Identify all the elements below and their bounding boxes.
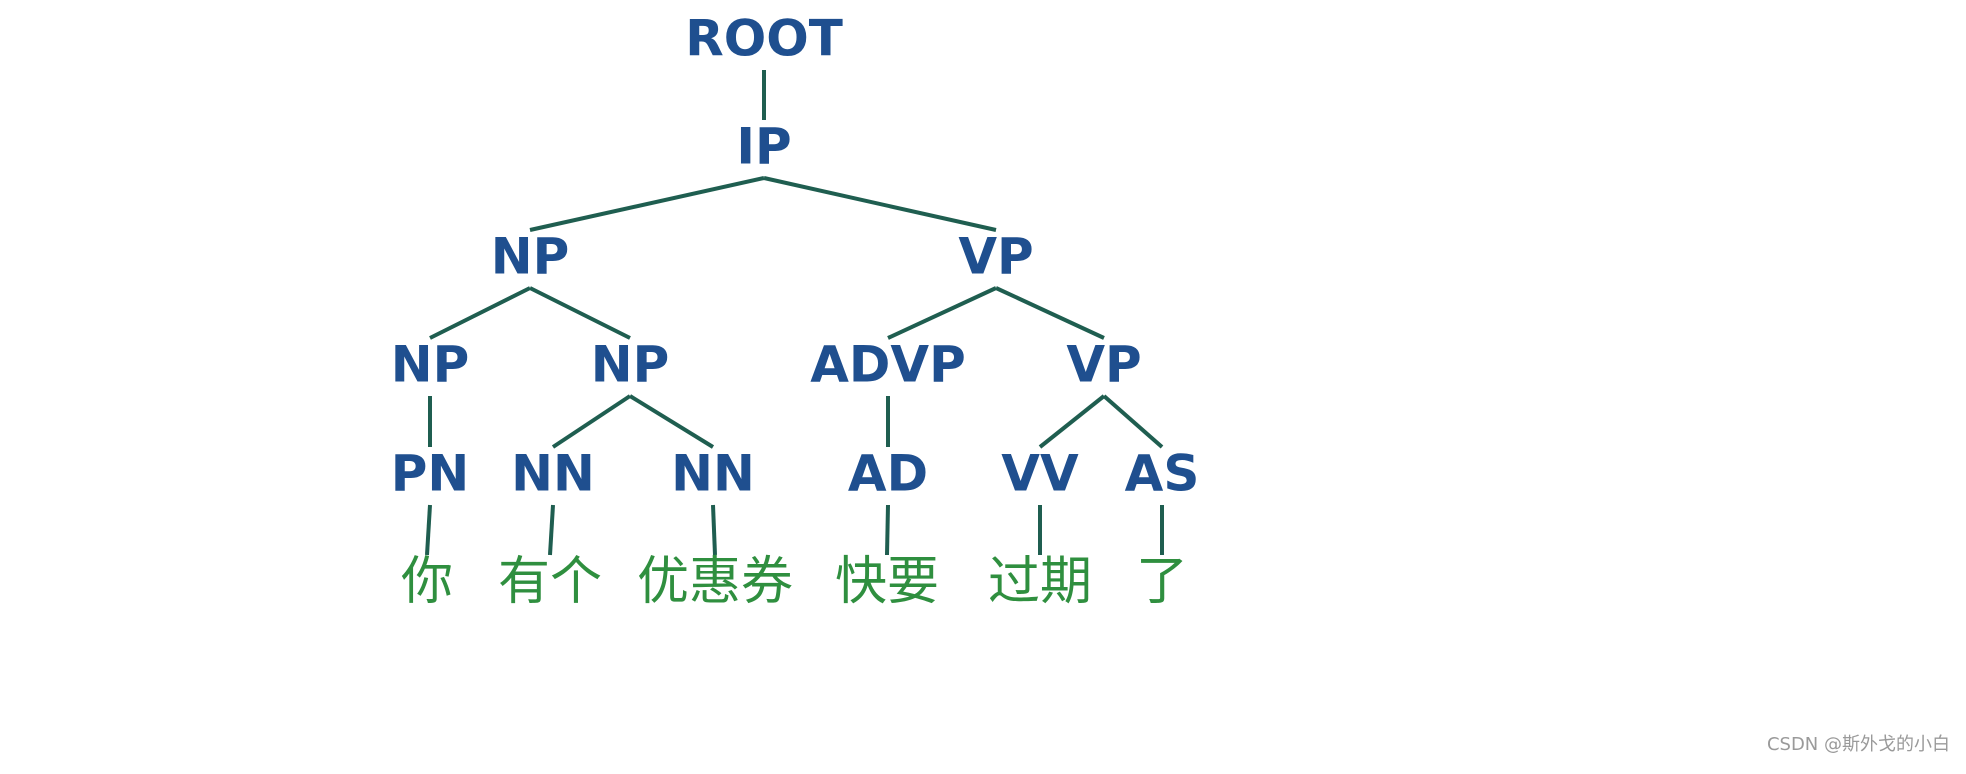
tree-node-np: NP — [391, 336, 470, 394]
tree-edge — [429, 286, 531, 340]
tree-node-np: NP — [491, 228, 570, 286]
tree-node-pn: PN — [391, 445, 470, 503]
word-label: 过期 — [988, 552, 1092, 612]
tree-edge — [887, 286, 997, 340]
tree-node-advp: ADVP — [810, 336, 966, 394]
word-label: 了 — [1136, 552, 1188, 612]
tree-node-vv: VV — [1001, 445, 1079, 503]
tree-edge — [529, 286, 631, 340]
tree-edge — [995, 286, 1105, 340]
tree-node-vp: VP — [958, 228, 1033, 286]
tree-edge — [1038, 394, 1106, 449]
watermark-text: CSDN @斯外戈的小白 — [1766, 734, 1950, 755]
tree-node-nn: NN — [671, 445, 755, 503]
tree-edge — [529, 176, 765, 232]
tree-edges — [425, 70, 1164, 556]
tree-edge — [551, 394, 632, 449]
tree-edge — [1102, 394, 1164, 449]
tree-edge — [763, 176, 997, 232]
tree-node-root: ROOT — [685, 10, 843, 68]
tree-edge — [425, 504, 432, 556]
word-label: 快要 — [835, 552, 939, 612]
tree-edge — [628, 394, 715, 449]
word-label: 你 — [401, 552, 453, 612]
tree-edge — [548, 504, 555, 556]
tree-node-nn: NN — [511, 445, 595, 503]
tree-edge — [885, 504, 890, 556]
tree-node-as: AS — [1125, 445, 1200, 503]
tree-node-ad: AD — [848, 445, 928, 503]
word-label: 优惠券 — [637, 552, 793, 612]
tree-edge — [711, 504, 717, 556]
tree-node-ip: IP — [736, 118, 791, 176]
word-label: 有个 — [498, 552, 602, 612]
tree-nodes: ROOTIPNPNPPN你NPNN有个NN优惠券VPADVPAD快要VPVV过期… — [391, 10, 1200, 613]
tree-node-np: NP — [591, 336, 670, 394]
tree-node-vp: VP — [1066, 336, 1141, 394]
